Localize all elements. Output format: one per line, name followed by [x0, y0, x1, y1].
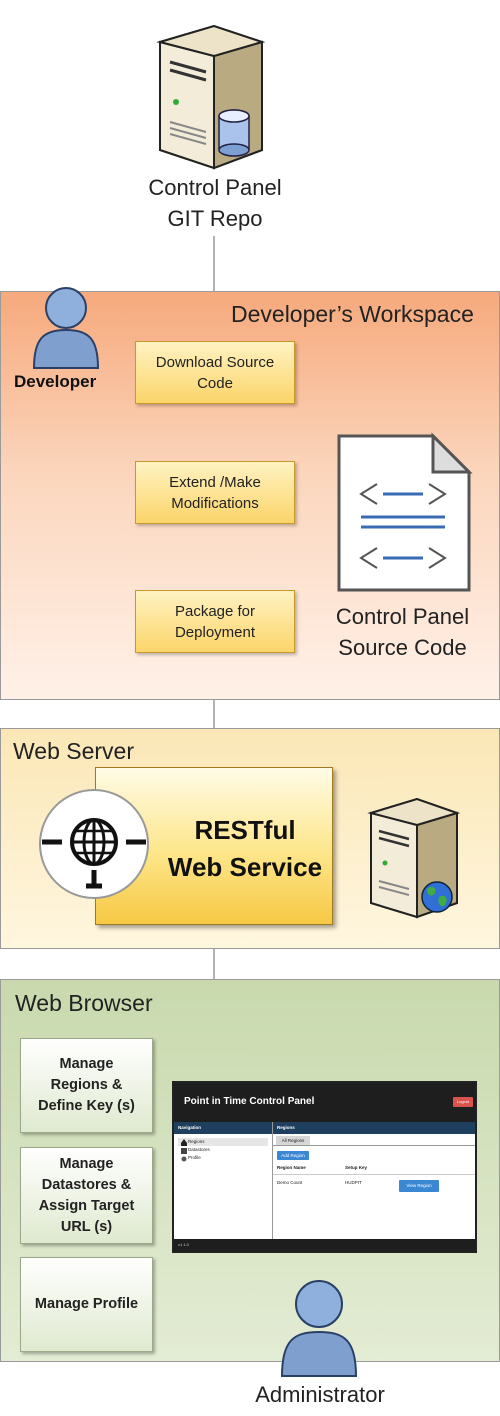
restful-line2: Web Service [167, 852, 323, 882]
cp-title: Point in Time Control Panel [184, 1096, 315, 1107]
cp-tab-all-regions[interactable]: All Regions [276, 1136, 310, 1145]
cp-nav: Navigation Regions Datastores Profile [174, 1122, 273, 1239]
restful-web-service-label: RESTful Web Service [150, 812, 340, 886]
manage-regions-line1: Manage [59, 1056, 114, 1072]
cp-row-region-name: Demo Count [277, 1180, 303, 1185]
source-code-document-icon [337, 432, 473, 592]
manage-datastores-line2: Datastores & [41, 1176, 132, 1193]
cp-main: Regions All Regions Add Region Region Na… [273, 1122, 475, 1239]
step-extend-modifications: Extend /Make Modifications [135, 461, 295, 524]
web-server-icon [367, 797, 461, 919]
cp-footer: v1.1.0 [174, 1239, 475, 1251]
manage-regions-box: Manage Regions & Define Key (s) [20, 1038, 153, 1133]
step-download-line2: Code [197, 374, 233, 392]
web-browser-title: Web Browser [15, 990, 153, 1016]
cp-nav-header: Navigation [174, 1122, 272, 1134]
git-repo-label-line2: GIT Repo [167, 206, 263, 231]
cp-nav-item-regions-label: Regions [188, 1139, 205, 1144]
manage-datastores-line4: URL (s) [60, 1218, 113, 1235]
step-package-deployment: Package for Deployment [135, 590, 295, 653]
step-package-line1: Package for [174, 602, 256, 620]
restful-line1: RESTful [194, 815, 296, 845]
cp-tab-divider [273, 1145, 475, 1146]
cp-add-region-button[interactable]: Add Region [277, 1151, 309, 1160]
cp-view-region-button[interactable]: View Region [399, 1180, 439, 1192]
cp-nav-item-datastores-label: Datastores [188, 1147, 210, 1152]
manage-datastores-line3: Assign Target [38, 1197, 135, 1214]
administrator-person-icon [280, 1280, 358, 1377]
administrator-label: Administrator [255, 1382, 385, 1407]
cp-table-divider [273, 1174, 475, 1175]
source-code-label-line2: Source Code [338, 635, 467, 660]
manage-regions-line2: Regions & [50, 1077, 123, 1093]
cp-col-region-name: Region Name [277, 1165, 306, 1170]
manage-profile-line1: Manage Profile [34, 1296, 139, 1312]
step-download-line1: Download Source [155, 353, 275, 371]
developer-label: Developer [14, 372, 97, 391]
cp-col-setup-key: Setup Key [345, 1165, 368, 1170]
step-package-line2: Deployment [174, 623, 256, 641]
restful-web-service-box [95, 767, 333, 925]
web-server-title: Web Server [13, 738, 135, 764]
git-repo-label: Control Panel GIT Repo [110, 172, 320, 234]
cp-nav-item-datastores[interactable]: Datastores [178, 1146, 268, 1154]
source-code-label: Control Panel Source Code [310, 601, 495, 663]
step-extend-line2: Modifications [171, 494, 259, 512]
git-repo-label-line1: Control Panel [148, 175, 282, 200]
step-extend-line1: Extend /Make [169, 473, 261, 491]
web-service-globe-icon [39, 789, 149, 899]
manage-regions-line3: Define Key (s) [38, 1098, 135, 1114]
cp-row-setup-key: HUDPIT [345, 1180, 362, 1185]
control-panel-screenshot: Point in Time Control Panel Logout Navig… [172, 1081, 477, 1253]
cp-logout-button[interactable]: Logout [453, 1097, 473, 1107]
step-download-source-code: Download Source Code [135, 341, 295, 404]
manage-datastores-line1: Manage [59, 1155, 114, 1172]
cp-header: Point in Time Control Panel Logout [174, 1083, 475, 1122]
cp-nav-icons [181, 1139, 187, 1162]
manage-datastores-box: Manage Datastores & Assign Target URL (s… [20, 1147, 153, 1244]
developer-workspace-title: Developer’s Workspace [231, 301, 474, 327]
cp-nav-item-profile-label: Profile [188, 1155, 201, 1160]
git-repo-server-icon [156, 24, 266, 170]
cp-nav-item-profile[interactable]: Profile [178, 1154, 268, 1162]
source-code-label-line1: Control Panel [335, 604, 470, 629]
developer-person-icon [32, 287, 100, 369]
manage-profile-box: Manage Profile [20, 1257, 153, 1352]
cp-nav-item-regions[interactable]: Regions [178, 1138, 268, 1146]
cp-main-header: Regions [273, 1122, 475, 1134]
